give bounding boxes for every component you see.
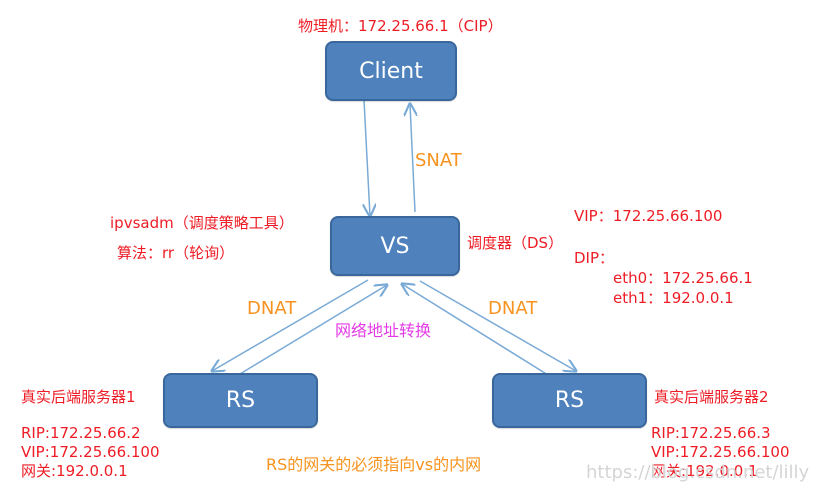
rs2-vip-label: VIP:172.25.66.100 bbox=[651, 443, 790, 461]
arrow-client-to-vs bbox=[364, 99, 370, 216]
rs1-gateway-label: 网关:192.0.0.1 bbox=[21, 462, 128, 480]
client-node: Client bbox=[325, 41, 457, 101]
vip-label: VIP：172.25.66.100 bbox=[574, 207, 723, 225]
rs-right-node: RS bbox=[492, 373, 647, 428]
dip-label: DIP： bbox=[574, 249, 615, 267]
arrow-rs-left-to-vs bbox=[239, 285, 387, 375]
rs1-vip-label: VIP:172.25.66.100 bbox=[21, 443, 160, 461]
rs1-rip-label: RIP:172.25.66.2 bbox=[21, 424, 141, 442]
gateway-note-label: RS的网关的必须指向vs的内网 bbox=[266, 455, 482, 474]
watermark-text: https://blog.csdn.net/lilly bbox=[586, 462, 810, 483]
rs2-title-label: 真实后端服务器2 bbox=[654, 388, 769, 406]
nat-title-label: 网络地址转换 bbox=[335, 321, 432, 340]
eth0-label: eth0：172.25.66.1 bbox=[613, 269, 753, 287]
dnat-right-label: DNAT bbox=[488, 298, 538, 319]
ipvsadm-label: ipvsadm（调度策略工具） bbox=[110, 214, 294, 232]
arrow-vs-to-rs-right bbox=[419, 280, 576, 371]
rs1-title-label: 真实后端服务器1 bbox=[21, 388, 136, 406]
snat-label: SNAT bbox=[415, 150, 462, 171]
eth1-label: eth1：192.0.0.1 bbox=[613, 289, 734, 307]
algorithm-label: 算法：rr（轮询） bbox=[117, 244, 235, 262]
rs2-rip-label: RIP:172.25.66.3 bbox=[651, 424, 771, 442]
rs-left-node: RS bbox=[163, 373, 318, 428]
arrow-vs-to-client bbox=[410, 104, 415, 213]
client-machine-label: 物理机：172.25.66.1（CIP） bbox=[298, 17, 503, 35]
scheduler-label: 调度器（DS） bbox=[467, 234, 564, 252]
vs-node: VS bbox=[330, 216, 460, 276]
dnat-left-label: DNAT bbox=[247, 298, 297, 319]
arrow-vs-to-rs-left bbox=[212, 279, 369, 371]
arrow-rs-right-to-vs bbox=[402, 284, 549, 376]
rs2-gateway-label: 网关:192.0.0.1 bbox=[651, 462, 758, 480]
